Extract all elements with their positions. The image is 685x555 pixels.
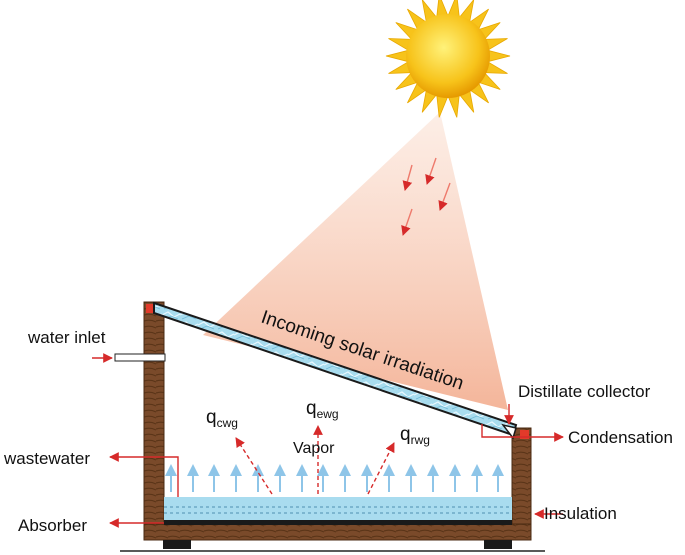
vapor-arrows [165,464,504,492]
solar-beam [203,112,508,410]
wastewater-label: wastewater [3,449,90,468]
foot-right [484,540,512,549]
water-layer [164,497,512,521]
arrow-down-left-icon [425,157,437,185]
absorber-label: Absorber [18,516,87,535]
sun-ray [487,49,511,63]
q-rwg-arrow [367,442,395,495]
arrow-down-left-icon [438,182,451,211]
left-wall-corner [146,304,154,313]
sun-ray [385,49,409,63]
arrow-down-left-icon [401,208,413,236]
heat-arrows [235,425,395,495]
insulation-label: Insulation [544,504,617,523]
q-cwg-main: q [206,407,217,428]
sun-icon [385,0,511,118]
arrow-icon [481,424,564,442]
vapor-label: Vapor [293,440,335,457]
q-rwg-main: q [400,424,411,445]
right-wall [511,427,532,535]
q-cwg-label: qcwg [206,407,238,430]
left-wall [143,301,165,535]
foot-left [163,540,191,549]
q-ewg-main: q [306,398,317,419]
absorber-plate [164,520,512,525]
q-rwg-sub: rwg [411,433,430,447]
ray-arrows [401,157,451,236]
base [143,523,532,541]
q-cwg-arrow [235,437,273,495]
q-cwg-sub: cwg [217,416,238,430]
q-rwg-label: qrwg [400,424,430,447]
pointer-arrows [92,353,564,528]
condensation-label: Condensation [568,428,673,447]
distillate-collector-label: Distillate collector [518,382,651,401]
arrow-icon [109,452,179,497]
distillate-trough [501,423,517,440]
q-ewg-label: qewg [306,398,339,421]
water-inlet-label: water inlet [27,328,106,347]
q-ewg-sub: ewg [317,407,339,421]
arrow-down-left-icon [402,164,413,191]
inlet-pipe [114,353,166,362]
right-wall-corner [520,430,529,439]
